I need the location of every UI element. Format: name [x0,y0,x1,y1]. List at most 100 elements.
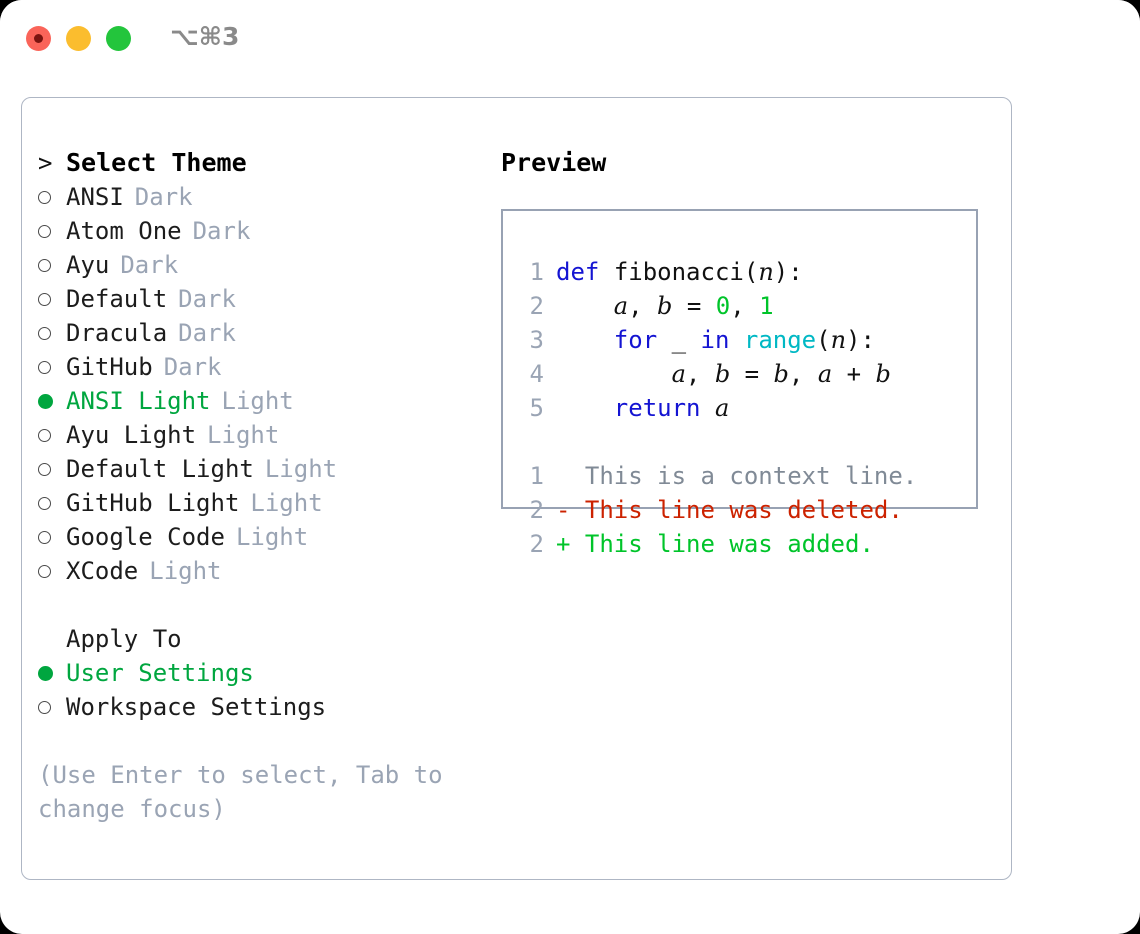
diff-line-number: 1 [529,462,544,490]
radio-unselected-icon[interactable] [38,258,66,272]
code-token: , [685,360,715,388]
diff-line-number: 2 [529,530,544,558]
maximize-window-button[interactable] [106,26,131,51]
theme-list-item[interactable]: Dracula Dark [38,316,478,350]
select-theme-heading: > Select Theme [38,146,478,180]
code-diff-separator [518,425,917,459]
code-token: range [743,326,817,354]
radio-glyph [38,393,53,409]
radio-unselected-icon[interactable] [38,564,66,578]
theme-kind-badge: Light [250,489,323,517]
radio-glyph [38,224,51,238]
radio-unselected-icon[interactable] [38,700,66,714]
theme-kind-badge: Light [264,455,338,483]
radio-unselected-icon[interactable] [38,462,66,476]
radio-selected-icon[interactable] [38,393,66,409]
radio-glyph [38,326,51,340]
code-token: + [832,360,876,388]
apply-to-option[interactable]: Workspace Settings [38,690,478,724]
code-line: 4 a, b = b, a + b [518,357,917,391]
apply-to-option[interactable]: User Settings [38,656,478,690]
theme-kind-badge: Dark [178,319,236,347]
diff-sign: + [556,530,585,558]
theme-name: Dracula [66,319,168,347]
titlebar: ⌥⌘3 [0,0,1140,78]
code-token: a [671,360,686,388]
preview-title: Preview [501,148,607,177]
radio-glyph [38,462,51,476]
theme-list-item[interactable]: Default Light Light [38,452,478,486]
diff-text: This is a context line. [584,462,918,490]
code-token [599,258,613,286]
code-line-number: 5 [529,394,544,422]
radio-glyph [38,360,51,374]
radio-glyph [38,564,51,578]
code-token [701,394,715,422]
code-token: , [628,292,658,320]
theme-kind-badge: Dark [163,353,222,381]
diff-line-number: 2 [529,496,544,524]
radio-selected-icon[interactable] [38,665,66,681]
code-line-number: 3 [529,326,544,354]
theme-name: GitHub Light [66,489,240,517]
code-token [729,326,743,354]
radio-glyph [38,530,51,544]
diff-line: 1 This is a context line. [518,459,918,493]
radio-unselected-icon[interactable] [38,224,66,238]
theme-kind-badge: Light [149,557,222,585]
theme-kind-badge: Dark [134,183,193,211]
code-token: n [758,258,774,286]
radio-unselected-icon[interactable] [38,428,66,442]
radio-glyph [38,258,51,272]
radio-unselected-icon[interactable] [38,326,66,340]
keyboard-hint-text: (Use Enter to select, Tab to change focu… [38,761,443,823]
theme-name: Google Code [66,523,225,551]
radio-unselected-icon[interactable] [38,190,66,204]
code-token: _ [657,326,701,354]
close-window-button[interactable] [26,26,51,51]
radio-glyph [38,190,51,204]
code-token: return [613,394,701,422]
code-line: 2 a, b = 0, 1 [518,289,917,323]
radio-glyph [38,292,51,306]
code-token: def [556,258,600,286]
theme-name: XCode [66,557,139,585]
code-token: 0 [715,292,731,320]
radio-unselected-icon[interactable] [38,530,66,544]
radio-unselected-icon[interactable] [38,360,66,374]
diff-sign [556,462,585,490]
theme-list-item[interactable]: XCode Light [38,554,478,588]
theme-name: ANSI Light [66,387,211,415]
apply-to-label: Apply To [66,625,182,653]
minimize-window-button[interactable] [66,26,91,51]
cursor-prefix-icon: > [38,149,53,177]
code-token: in [700,326,730,354]
code-token [556,394,614,422]
code-line-number: 1 [529,258,544,286]
code-token: = [672,292,716,320]
diff-text: This line was added. [584,530,874,558]
code-token: 1 [759,292,774,320]
radio-unselected-icon[interactable] [38,292,66,306]
theme-name: Default Light [66,455,254,483]
apply-to-option-label: User Settings [66,659,254,687]
theme-list-item[interactable]: GitHub Light Light [38,486,478,520]
code-token [556,326,614,354]
traffic-light-group [26,26,131,51]
radio-unselected-icon[interactable] [38,496,66,510]
